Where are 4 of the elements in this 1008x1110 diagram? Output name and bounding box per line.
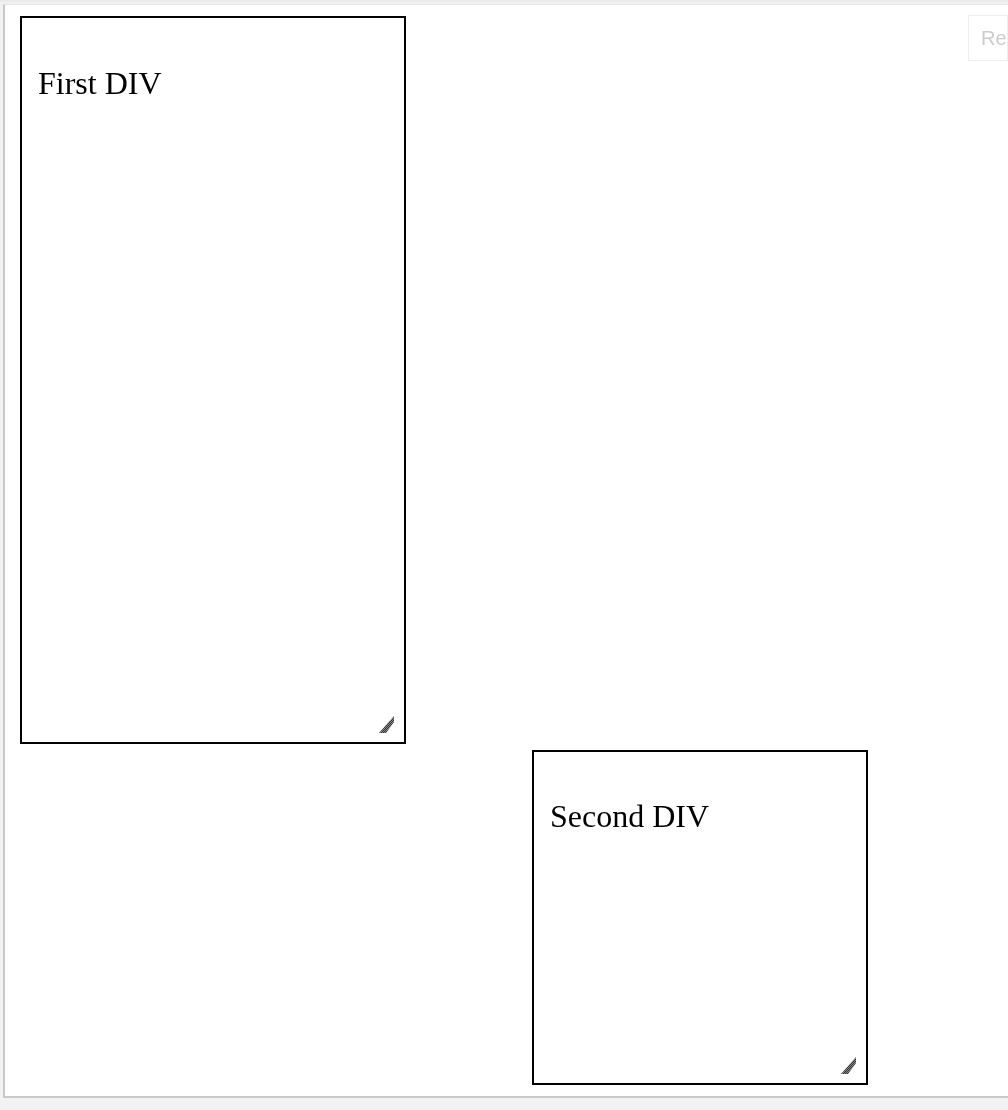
box-heading: First DIV <box>38 65 162 102</box>
resizable-box <box>20 16 406 744</box>
resizable-box <box>532 750 868 1085</box>
box-heading: Second DIV <box>550 798 710 835</box>
